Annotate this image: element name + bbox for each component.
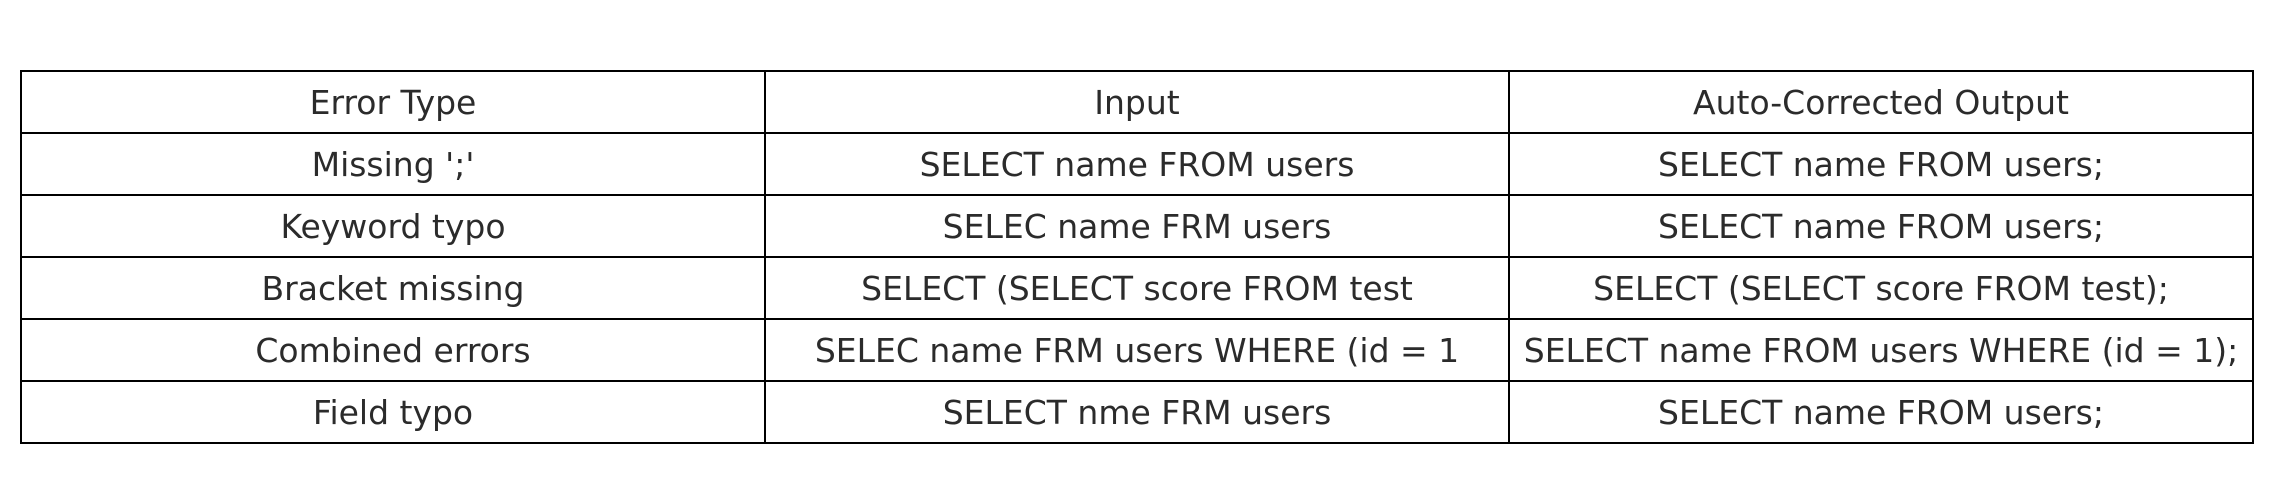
error-type-cell: Combined errors (20, 318, 766, 382)
input-cell: SELECT (SELECT score FROM test (764, 256, 1510, 320)
output-cell: SELECT name FROM users; (1508, 380, 2254, 444)
column-header-auto-corrected-output: Auto-Corrected Output (1508, 70, 2254, 134)
table-row: Missing ';' SELECT name FROM users SELEC… (20, 132, 2254, 196)
table-row: Combined errors SELEC name FRM users WHE… (20, 318, 2254, 382)
input-cell: SELEC name FRM users (764, 194, 1510, 258)
column-header-input: Input (764, 70, 1510, 134)
table-row: Field typo SELECT nme FRM users SELECT n… (20, 380, 2254, 444)
input-cell: SELECT name FROM users (764, 132, 1510, 196)
header-row: Error Type Input Auto-Corrected Output (20, 70, 2254, 134)
output-cell: SELECT name FROM users; (1508, 132, 2254, 196)
error-correction-table: Error Type Input Auto-Corrected Output M… (20, 70, 2254, 444)
output-cell: SELECT name FROM users WHERE (id = 1); (1508, 318, 2254, 382)
error-type-cell: Keyword typo (20, 194, 766, 258)
input-cell: SELECT nme FRM users (764, 380, 1510, 444)
table-row: Keyword typo SELEC name FRM users SELECT… (20, 194, 2254, 258)
error-type-cell: Field typo (20, 380, 766, 444)
error-type-cell: Bracket missing (20, 256, 766, 320)
input-cell: SELEC name FRM users WHERE (id = 1 (764, 318, 1510, 382)
table-row: Bracket missing SELECT (SELECT score FRO… (20, 256, 2254, 320)
output-cell: SELECT (SELECT score FROM test); (1508, 256, 2254, 320)
column-header-error-type: Error Type (20, 70, 766, 134)
error-type-cell: Missing ';' (20, 132, 766, 196)
output-cell: SELECT name FROM users; (1508, 194, 2254, 258)
